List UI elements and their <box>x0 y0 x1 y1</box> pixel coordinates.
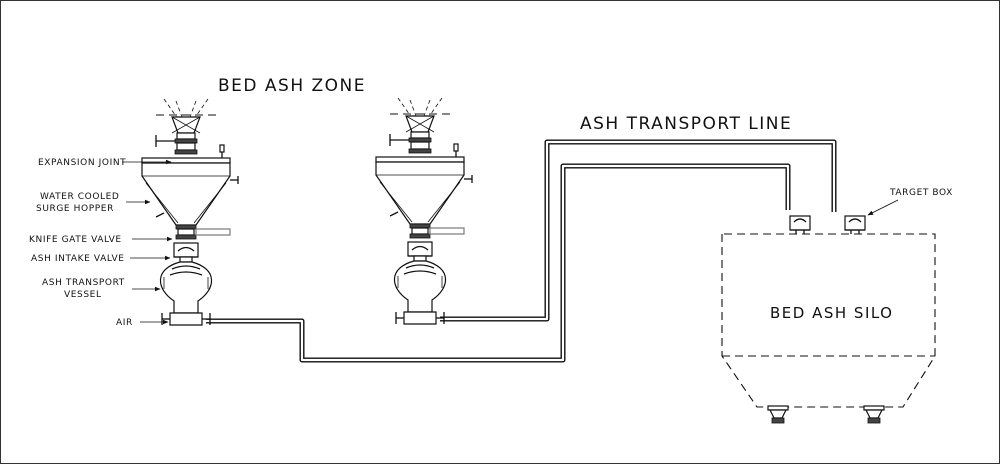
callouts: EXPANSION JOINT WATER COOLED SURGE HOPPE… <box>29 158 173 328</box>
label-air: AIR <box>116 318 133 328</box>
label-ash-intake-valve: ASH INTAKE VALVE <box>31 254 125 264</box>
target-box-1 <box>789 215 811 235</box>
label-ash-transport: ASH TRANSPORT <box>42 278 125 288</box>
bed-ash-silo: BED ASH SILO <box>721 233 936 424</box>
label-vessel: VESSEL <box>64 290 102 300</box>
label-target-box: TARGET BOX <box>889 188 953 198</box>
zone-title: BED ASH ZONE <box>218 76 366 96</box>
silo-nozzle-left <box>767 405 789 424</box>
hopper-assembly-2 <box>375 97 473 325</box>
label-knife-gate-valve: KNIFE GATE VALVE <box>29 235 122 245</box>
silo-title: BED ASH SILO <box>770 304 894 322</box>
pipeline-from-vessel-1 <box>206 163 791 363</box>
label-expansion-joint: EXPANSION JOINT <box>38 158 126 168</box>
hopper-assembly-1 <box>141 98 239 326</box>
transport-line-title: ASH TRANSPORT LINE <box>580 114 792 134</box>
target-box-2 <box>844 215 866 235</box>
label-surge-hopper: SURGE HOPPER <box>36 204 114 214</box>
pipeline-from-vessel-2 <box>440 139 837 322</box>
silo-nozzle-right <box>863 405 885 424</box>
label-water-cooled: WATER COOLED <box>40 192 119 202</box>
